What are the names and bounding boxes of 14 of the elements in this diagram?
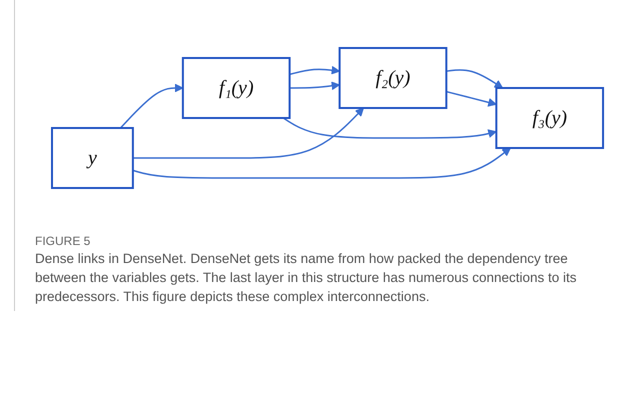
arrow (446, 69, 504, 88)
node-box: f₁(y) (182, 57, 292, 119)
caption: Dense links in DenseNet. DenseNet gets its name from how packed the dependency tree between the variables gets. The last layer in this structure has numerous connections to its predecessors. This figure depicts these complex interconnections. (35, 250, 578, 306)
arrow (446, 90, 498, 107)
arrow (290, 81, 340, 90)
arrow (290, 66, 340, 76)
node-box: y (51, 127, 134, 189)
arrow (120, 84, 184, 129)
arrow (133, 148, 512, 179)
arrow (133, 108, 364, 159)
figure-number: FIGURE 5 (35, 234, 92, 248)
node-box: f₃(y) (496, 87, 605, 149)
node-box: f₂(y) (339, 47, 448, 109)
arrow (283, 117, 498, 139)
